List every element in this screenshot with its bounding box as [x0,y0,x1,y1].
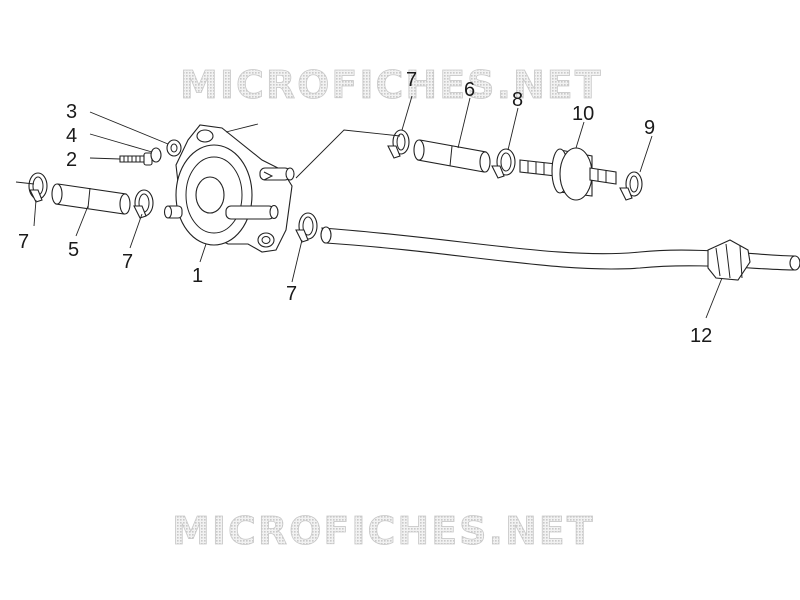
callout-7-mid: 7 [122,251,133,273]
fuel-filter-10 [519,147,617,201]
callout-4: 4 [66,125,77,147]
pump-body-1 [163,124,295,253]
hose-clip-7-upper [387,129,410,159]
callout-8: 8 [512,89,523,111]
callout-5: 5 [68,239,79,261]
washer-4 [150,147,162,163]
watermark-bottom: MICROFICHES.NET [172,509,595,553]
hose-clip-7-left [28,172,48,203]
callout-7-upper: 7 [406,69,417,91]
hose-clip-7-mid [133,189,154,219]
hose-5 [51,183,131,215]
callout-2: 2 [66,149,77,171]
hose-clip-7-lower [295,212,318,243]
callout-12: 12 [690,325,712,347]
hose-clip-8 [491,148,516,179]
watermark-top: MICROFICHES.NET [180,63,603,107]
callout-7-lower: 7 [286,283,297,305]
hose-6 [413,139,491,173]
washer-3 [166,139,182,157]
hose-clip-12 [707,239,751,281]
hose-clip-9 [619,171,643,201]
callout-10: 10 [572,103,594,125]
hose-12 [320,226,800,271]
callout-9: 9 [644,117,655,139]
callout-1: 1 [192,265,203,287]
callout-3: 3 [66,101,77,123]
callout-7-left: 7 [18,231,29,253]
screw-2 [119,152,153,166]
callout-6: 6 [464,79,475,101]
